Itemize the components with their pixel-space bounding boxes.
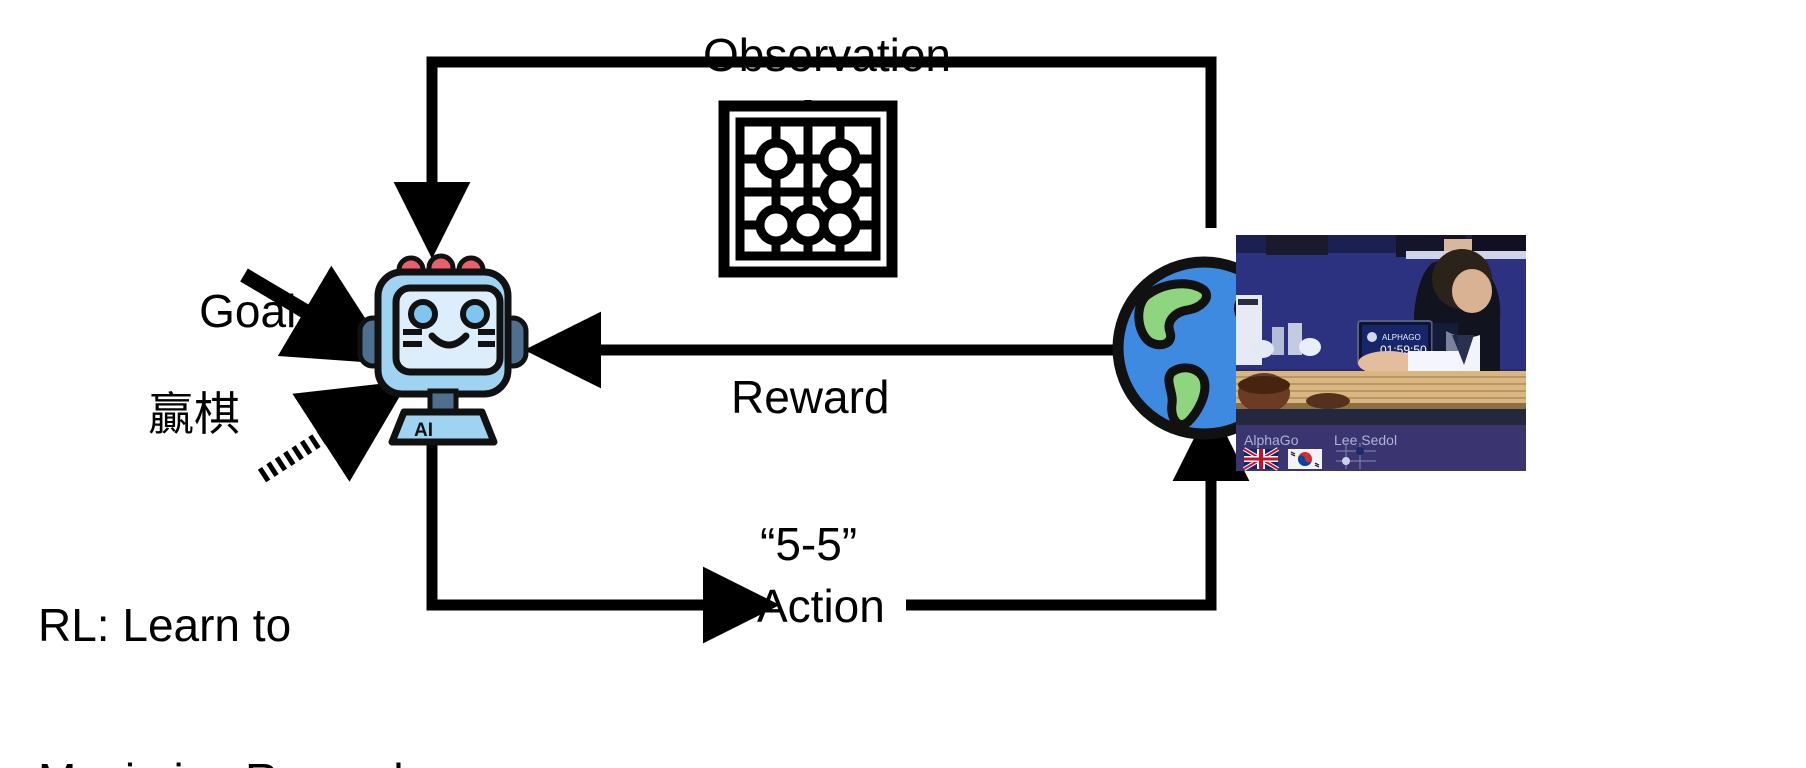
robot-cheek-marks xyxy=(403,329,495,347)
reward-label: Reward xyxy=(731,371,890,423)
photo-caption-left: AlphaGo xyxy=(1244,432,1299,448)
robot-eyes xyxy=(408,299,490,329)
mini-go-diagram xyxy=(1336,443,1376,469)
action-arrow-in xyxy=(906,404,1250,611)
rl-arrow xyxy=(257,380,409,483)
flag-uk-icon xyxy=(1242,447,1280,471)
observation-label: Observation xyxy=(703,29,952,81)
go-board-icon xyxy=(718,100,898,278)
rl-line-1: RL: Learn to xyxy=(38,599,292,652)
rl-annotation: RL: Learn to Maximize Reward xyxy=(38,497,404,768)
goal-cjk-text: 贏棋 xyxy=(148,386,240,441)
go-stones xyxy=(755,138,861,246)
flag-korea-icon xyxy=(1288,449,1322,469)
action-arrow-out xyxy=(426,438,780,644)
goal-label: Goal 贏棋 xyxy=(148,234,296,543)
goal-arrow xyxy=(240,265,395,365)
robot-ai-badge: AI xyxy=(414,420,433,441)
action-move-label: “5-5” xyxy=(760,518,858,570)
photo-caption-right: Lee Sedol xyxy=(1334,432,1397,448)
goal-title: Goal xyxy=(199,284,297,337)
action-label: Action xyxy=(757,580,885,632)
alphago-match-photo: ALPHAGO 01:59:50 xyxy=(1236,235,1526,471)
clock-left-label: ALPHAGO xyxy=(1382,333,1421,342)
observation-arrow xyxy=(393,56,1217,259)
rl-line-2: Maximize Reward xyxy=(38,754,404,768)
agent-robot-icon: AI xyxy=(357,253,529,446)
